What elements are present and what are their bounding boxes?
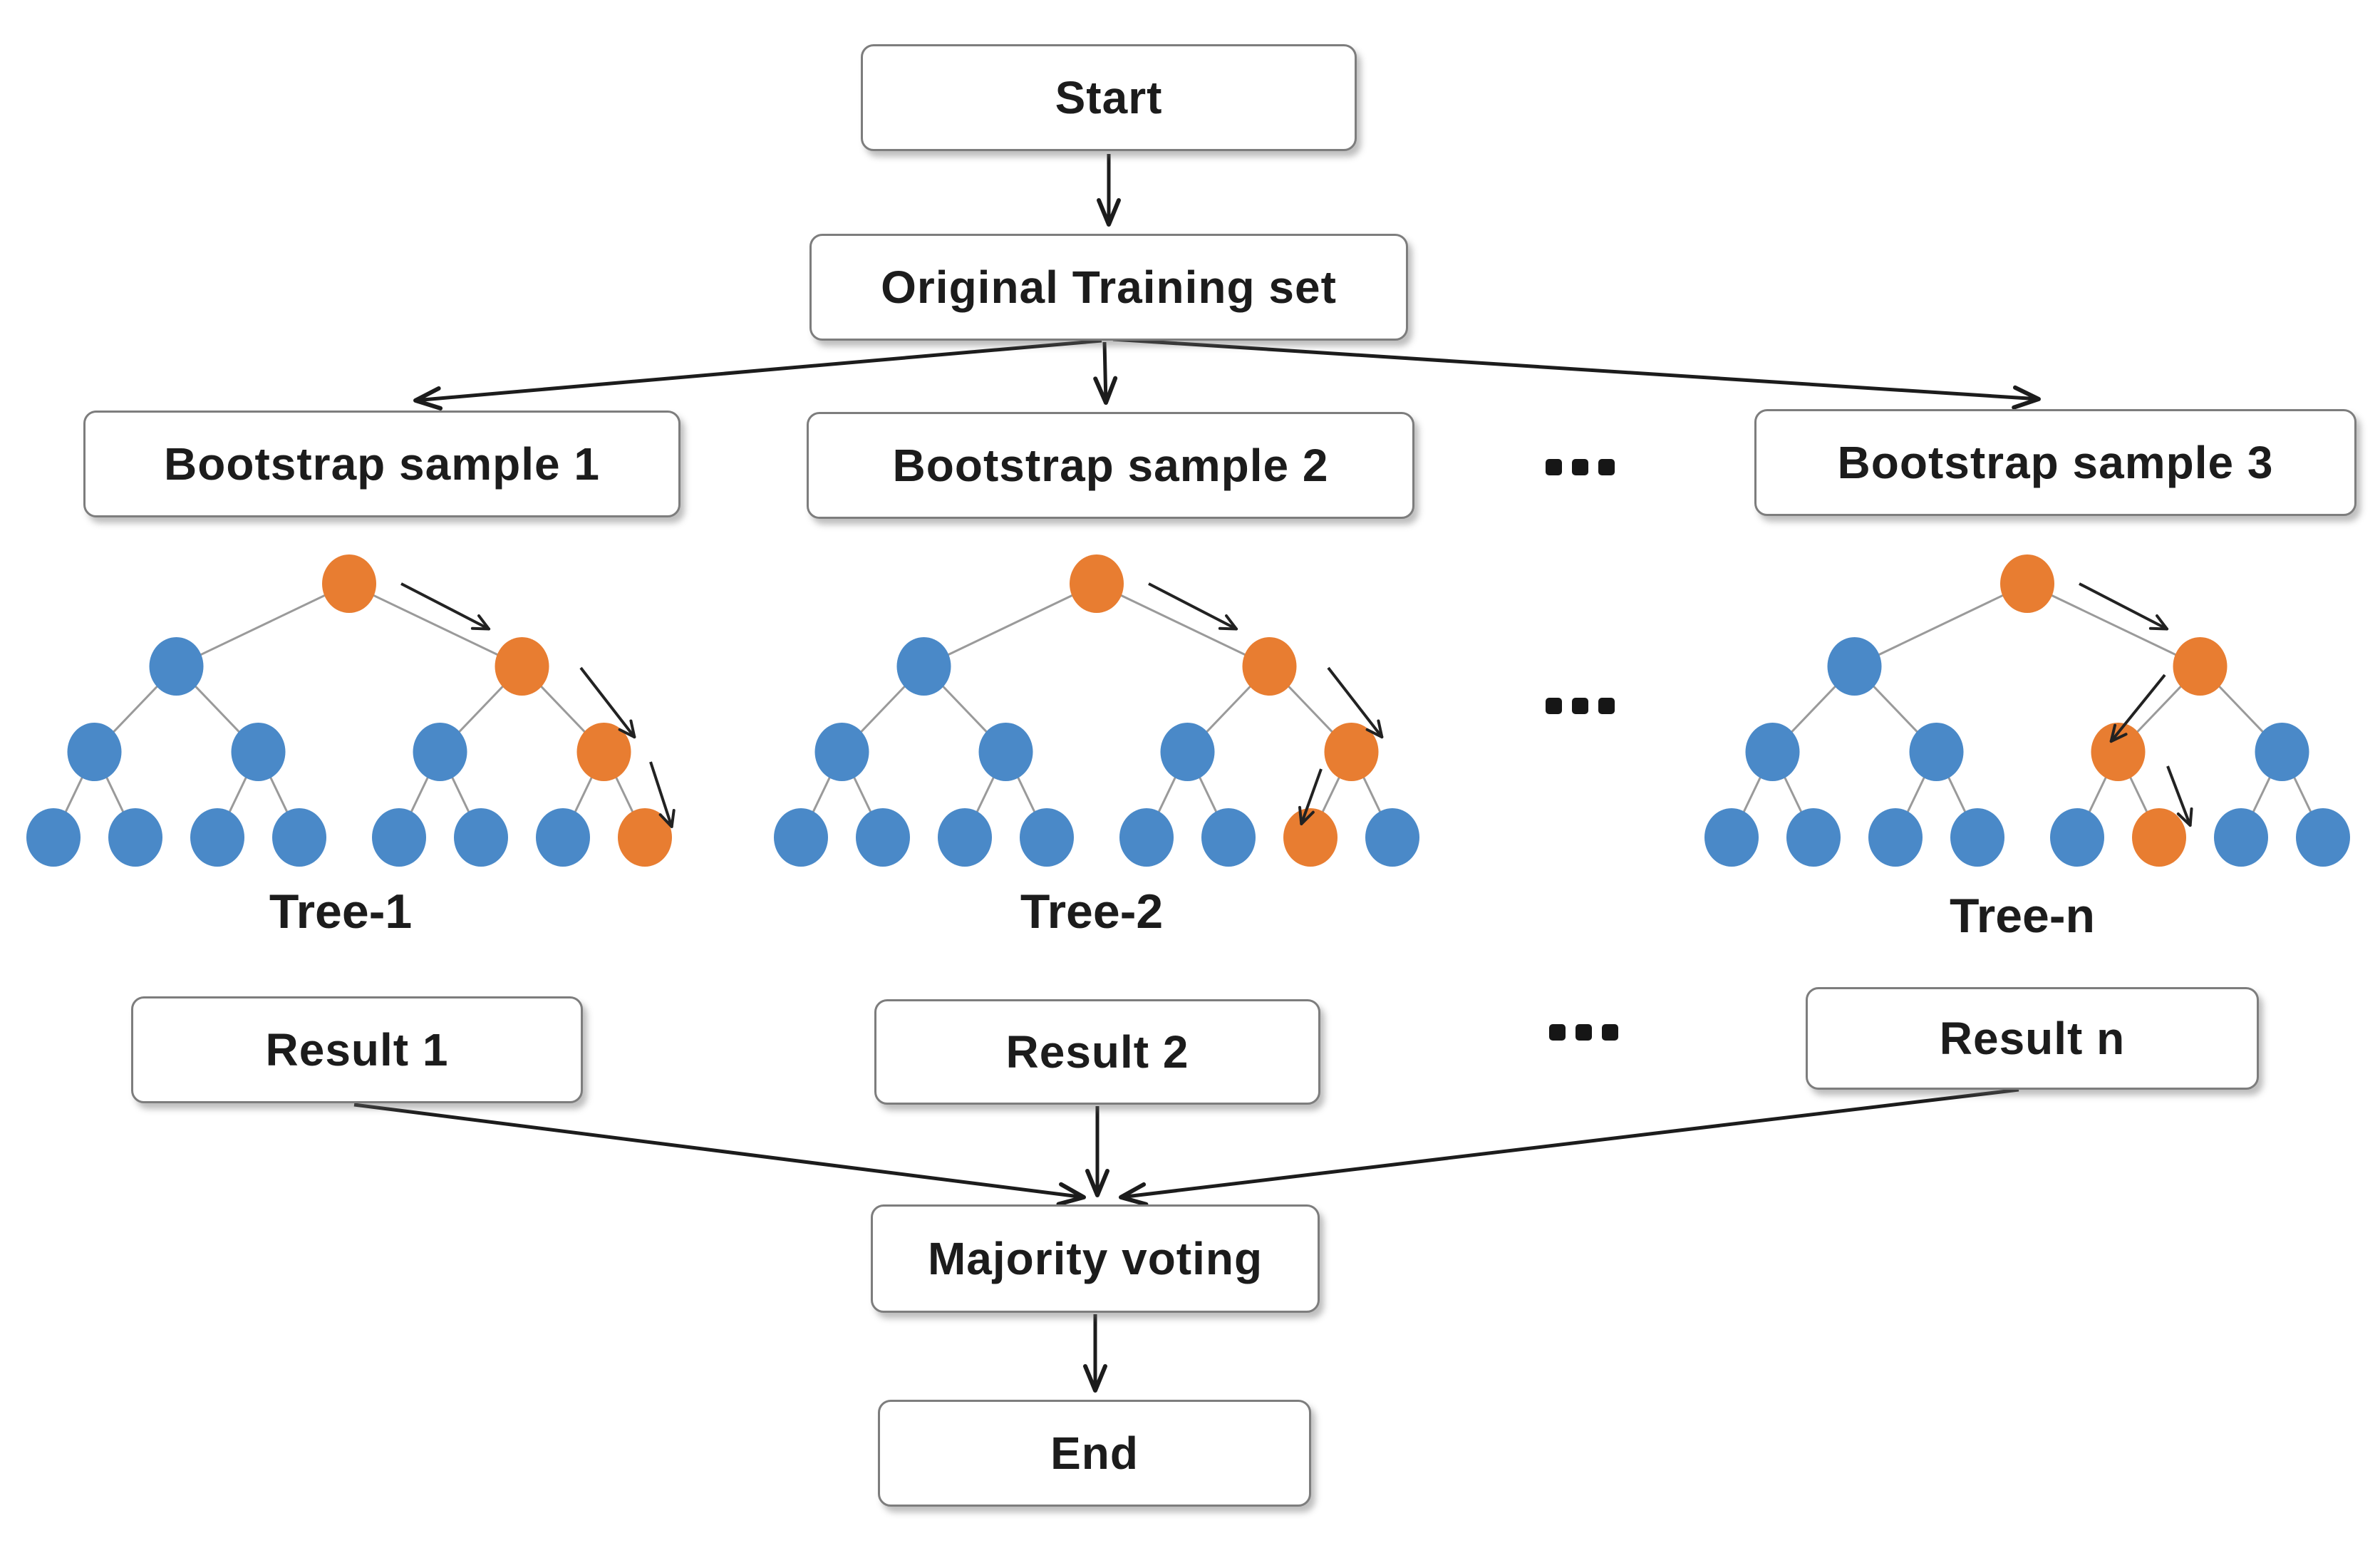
- tree-branch-edge: [1853, 582, 2028, 668]
- tree-node-level2-1-orange: [1242, 637, 1297, 696]
- tree-node-level3-0-blue: [67, 723, 122, 781]
- tree-2-diagram: [774, 554, 1419, 867]
- ellipsis-dot: [1602, 1024, 1618, 1041]
- tree-node-leaf-5-orange: [2132, 808, 2186, 867]
- tree-node-leaf-2-blue: [938, 808, 992, 867]
- ellipsis-dot: [1549, 1024, 1566, 1041]
- tree-node-leaf-6-blue: [536, 808, 590, 867]
- tree-node-leaf-7-blue: [1365, 808, 1419, 867]
- tree-n-label: Tree-n: [1949, 889, 2096, 943]
- bootstrap-sample-1-box: Bootstrap sample 1: [83, 411, 681, 517]
- bootstrap-sample-3-box: Bootstrap sample 3: [1754, 409, 2356, 516]
- tree-path-arrow: [579, 666, 636, 739]
- tree-node-root-orange: [1070, 554, 1124, 613]
- tree-branch-edge: [2027, 582, 2201, 668]
- start-box: Start: [861, 44, 1357, 151]
- tree-node-leaf-0-blue: [774, 808, 828, 867]
- tree-2-label: Tree-2: [1020, 884, 1164, 939]
- tree-node-leaf-4-blue: [2050, 808, 2104, 867]
- tree-node-level2-0-blue: [1827, 637, 1882, 696]
- tree-node-level3-2-blue: [413, 723, 467, 781]
- tree-node-leaf-5-blue: [1201, 808, 1256, 867]
- tree-1-label: Tree-1: [269, 884, 413, 939]
- arrow-training-to-bootstrap-3: [1112, 337, 2042, 410]
- tree-node-leaf-3-blue: [1950, 808, 2004, 867]
- tree-path-arrow: [2079, 582, 2169, 631]
- tree-node-leaf-1-blue: [1786, 808, 1841, 867]
- ellipsis-tree-row: [1546, 698, 1615, 714]
- tree-node-level3-3-orange: [576, 723, 631, 781]
- tree-node-leaf-6-orange: [1283, 808, 1338, 867]
- tree-node-level3-3-orange: [1324, 723, 1379, 781]
- tree-node-leaf-2-blue: [1868, 808, 1923, 867]
- result-2-box: Result 2: [874, 999, 1320, 1105]
- tree-node-leaf-7-blue: [2296, 808, 2350, 867]
- tree-node-root-orange: [322, 554, 376, 613]
- end-box: End: [878, 1400, 1311, 1507]
- ellipsis-result-row: [1549, 1024, 1618, 1041]
- arrow-result-1-to-voting: [353, 1103, 1087, 1207]
- tree-node-level3-1-blue: [978, 723, 1033, 781]
- majority-voting-box: Majority voting: [871, 1204, 1320, 1313]
- tree-node-level2-1-orange: [2173, 637, 2228, 696]
- tree-node-level3-0-blue: [1745, 723, 1800, 781]
- tree-branch-edge: [175, 582, 350, 668]
- result-n-box: Result n: [1806, 987, 2259, 1090]
- tree-path-arrow: [400, 582, 491, 631]
- tree-node-level2-0-blue: [896, 637, 951, 696]
- tree-node-leaf-5-blue: [454, 808, 508, 867]
- tree-node-leaf-0-blue: [1704, 808, 1759, 867]
- arrow-training-to-bootstrap-2: [1093, 341, 1118, 406]
- tree-node-leaf-7-orange: [618, 808, 672, 867]
- tree-path-arrow: [2166, 765, 2193, 827]
- tree-node-leaf-1-blue: [108, 808, 162, 867]
- ellipsis-dot: [1576, 1024, 1592, 1041]
- tree-n-diagram: [1704, 554, 2350, 867]
- tree-1-diagram: [26, 554, 676, 867]
- tree-node-leaf-1-blue: [856, 808, 910, 867]
- tree-node-level3-1-blue: [1909, 723, 1964, 781]
- original-training-set-box: Original Training set: [809, 234, 1408, 341]
- tree-node-root-orange: [2000, 554, 2054, 613]
- arrow-training-to-bootstrap-1: [413, 339, 1102, 411]
- tree-branch-edge: [923, 582, 1097, 668]
- ellipsis-dot: [1598, 698, 1615, 714]
- tree-node-leaf-4-blue: [372, 808, 426, 867]
- tree-node-leaf-3-blue: [1020, 808, 1074, 867]
- ellipsis-dot: [1546, 459, 1562, 475]
- tree-node-level2-0-blue: [149, 637, 204, 696]
- tree-path-arrow: [1148, 582, 1238, 631]
- tree-path-arrow: [2109, 674, 2166, 743]
- tree-path-arrow: [649, 761, 676, 829]
- tree-node-leaf-0-blue: [26, 808, 81, 867]
- ellipsis-dot: [1546, 698, 1562, 714]
- tree-node-level3-1-blue: [231, 723, 286, 781]
- tree-node-leaf-2-blue: [190, 808, 244, 867]
- tree-node-level3-2-orange: [2091, 723, 2146, 781]
- result-1-box: Result 1: [131, 996, 583, 1103]
- tree-node-level3-0-blue: [814, 723, 869, 781]
- ellipsis-dot: [1572, 459, 1588, 475]
- ellipsis-dot: [1572, 698, 1588, 714]
- tree-node-leaf-6-blue: [2214, 808, 2268, 867]
- ellipsis-bootstrap-row: [1546, 459, 1615, 475]
- tree-node-level3-2-blue: [1160, 723, 1215, 781]
- tree-node-level2-1-orange: [495, 637, 549, 696]
- tree-node-level3-3-blue: [2255, 723, 2309, 781]
- bootstrap-sample-2-box: Bootstrap sample 2: [807, 412, 1414, 519]
- tree-branch-edge: [1096, 582, 1271, 668]
- arrow-result-n-to-voting: [1118, 1088, 2019, 1207]
- tree-node-leaf-4-blue: [1119, 808, 1174, 867]
- ellipsis-dot: [1598, 459, 1615, 475]
- tree-path-arrow: [1298, 768, 1323, 826]
- tree-path-arrow: [1327, 666, 1384, 739]
- tree-node-leaf-3-blue: [272, 808, 326, 867]
- tree-branch-edge: [348, 582, 523, 668]
